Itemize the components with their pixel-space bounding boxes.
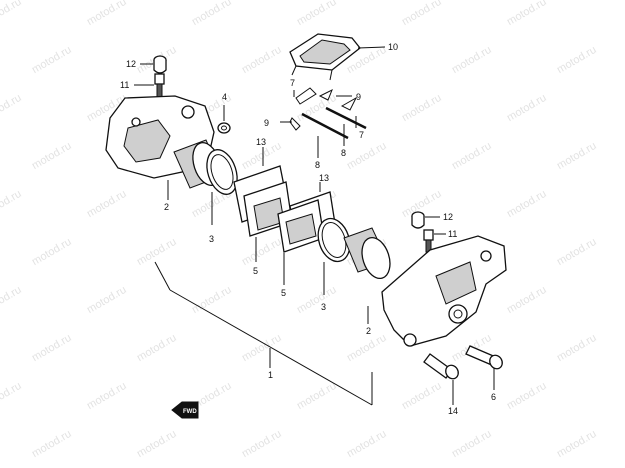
- part-14-bolt: [423, 353, 459, 405]
- part-12-bleeder-cap-upper: [140, 55, 167, 74]
- callout-9-right: 9: [356, 92, 361, 102]
- callout-3-right: 3: [321, 302, 326, 312]
- callout-7-right: 7: [359, 130, 364, 140]
- callout-11-upper: 11: [120, 80, 129, 90]
- callout-2-right: 2: [366, 326, 371, 336]
- part-2-caliper-right: [367, 235, 507, 347]
- part-12-bleeder-cap-right: [411, 211, 440, 229]
- callout-labels: 1 2 2 3 3 4 5 5 6 7 7 8 8 9 9 10 11 11 1…: [120, 42, 496, 416]
- callout-4: 4: [222, 92, 227, 102]
- callout-7-left: 7: [290, 78, 295, 88]
- fwd-label: FWD: [183, 409, 197, 415]
- part-3-piston-left: [173, 139, 238, 225]
- callout-6: 6: [491, 392, 496, 402]
- part-6-bolt: [465, 345, 503, 390]
- part-5-pad-right: [277, 199, 325, 285]
- callout-9-left: 9: [264, 118, 269, 128]
- assembly-bracket: [154, 261, 373, 406]
- callout-12-upper: 12: [126, 59, 136, 69]
- callout-11-right: 11: [448, 229, 457, 239]
- part-10-pad-spring: [289, 33, 386, 81]
- callout-5-left: 5: [253, 266, 258, 276]
- callout-12-right: 12: [443, 212, 453, 222]
- callout-8-right: 8: [341, 148, 346, 158]
- callout-10: 10: [388, 42, 398, 52]
- callout-2-left: 2: [164, 202, 169, 212]
- part-3-piston-right: [317, 217, 391, 295]
- callout-13-right: 13: [319, 173, 329, 183]
- part-4-nut: [217, 105, 231, 134]
- callout-14: 14: [448, 406, 458, 416]
- part-11-bleeder-screw-upper: [134, 73, 165, 99]
- part-11-bleeder-screw-right: [423, 229, 446, 253]
- callout-5-right: 5: [281, 288, 286, 298]
- callout-13-left: 13: [256, 137, 266, 147]
- fwd-arrow-icon: FWD: [171, 401, 199, 419]
- callout-1: 1: [268, 370, 273, 380]
- pad-pin-hardware: [280, 87, 367, 158]
- callout-3-left: 3: [209, 234, 214, 244]
- callout-8-left: 8: [315, 160, 320, 170]
